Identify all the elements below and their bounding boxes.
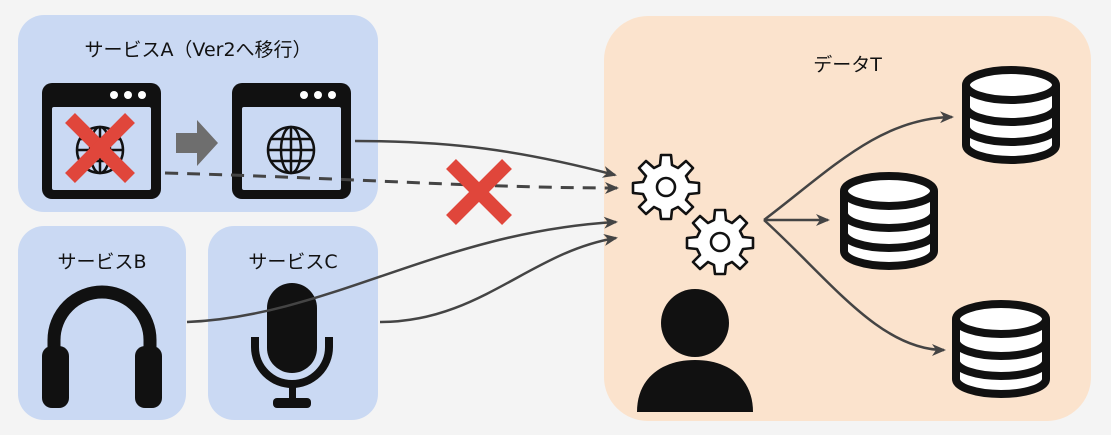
gear-icon: [685, 208, 755, 276]
service-c-label: サービスC: [248, 251, 338, 273]
new-service-a-connector: [354, 139, 617, 178]
cross-mark-icon: [65, 113, 135, 183]
headphones-icon: [42, 285, 162, 408]
old-service-a-dashed-connector: [164, 171, 619, 194]
database-icon: [956, 304, 1046, 394]
microphone-icon: [251, 283, 333, 408]
gear-icon: [631, 153, 701, 221]
connection-blocked-cross-icon: [446, 159, 512, 225]
service-a-label: サービスA（Ver2へ移行）: [84, 39, 312, 61]
db-connector-bottom: [763, 219, 946, 356]
service-b-label: サービスB: [57, 251, 147, 273]
migration-arrow-icon: [176, 120, 218, 166]
new-browser-window-icon: [232, 83, 351, 199]
data-t-label: データT: [813, 54, 882, 76]
person-icon: [637, 289, 753, 412]
service-c-connector: [379, 234, 618, 324]
db-connector-top: [763, 111, 954, 221]
database-icon: [966, 70, 1056, 160]
service-b-connector: [186, 216, 618, 324]
database-icon: [844, 176, 934, 266]
globe-icon: [266, 125, 316, 175]
